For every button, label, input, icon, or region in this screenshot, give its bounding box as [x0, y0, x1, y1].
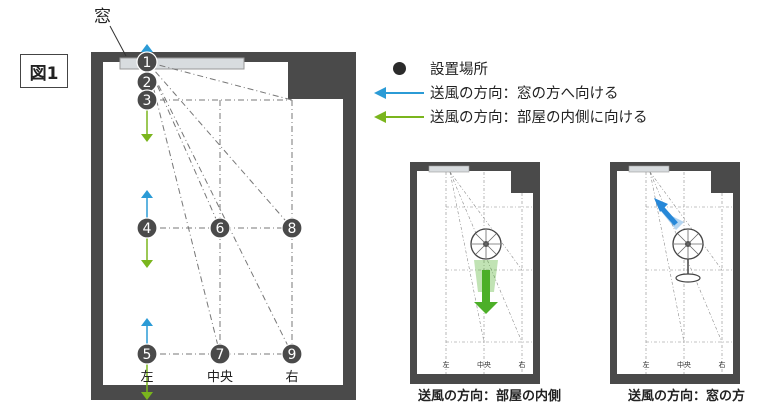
position-marker-8: 8 [281, 217, 303, 239]
thumb-window-label-center: 中央 [677, 361, 691, 369]
position-number: 9 [288, 347, 297, 363]
caption-window: 送風の方向：窓の方 [628, 389, 746, 404]
position-number: 1 [143, 55, 152, 71]
thumb-inside-label-center: 中央 [477, 361, 491, 369]
thumbnail-inside [410, 162, 540, 384]
grid-lines [146, 61, 293, 355]
position-markers: 1 2 3 4 5 6 7 8 9 [136, 51, 303, 365]
figure-label: 図1 [20, 54, 68, 88]
window-pointer [109, 25, 127, 57]
caption-inside: 送風の方向：部屋の内側 [418, 389, 562, 404]
position-number: 2 [143, 75, 152, 91]
column-label-right: 右 [285, 370, 299, 385]
legend-toward-inside: 送風の方向：部屋の内側に向ける [368, 106, 648, 127]
position-marker-3: 3 [136, 89, 158, 111]
legend-toward-window: 送風の方向：窓の方へ向ける [368, 82, 619, 103]
position-marker-9: 9 [281, 343, 303, 365]
legend-toward-inside-text: 送風の方向：部屋の内側に向ける [430, 110, 648, 126]
position-marker-1: 1 [136, 51, 158, 73]
legend-toward-window-text: 送風の方向：窓の方へ向ける [430, 86, 619, 102]
thumb-window-label-left: 左 [642, 361, 650, 369]
thumb-inside-label-right: 右 [518, 361, 526, 369]
airflow-blue-icon [654, 198, 684, 230]
position-marker-5: 5 [136, 343, 158, 365]
fan-icon-inside [470, 228, 502, 260]
thumbnail-window [610, 162, 740, 384]
position-marker-2: 2 [136, 71, 158, 93]
airflow-green-icon [474, 260, 498, 314]
location-dot-icon [392, 62, 406, 75]
thumb-window [428, 165, 470, 173]
main-room-plan: 1 2 3 4 5 6 7 8 9 [91, 25, 356, 400]
room-wall [91, 52, 356, 400]
thumb-window-label-right: 右 [718, 361, 726, 369]
thumb-window [628, 165, 670, 173]
position-marker-7: 7 [209, 343, 231, 365]
thumb-inside-label-left: 左 [442, 361, 450, 369]
legend-location: 設置場所 [368, 58, 488, 79]
green-arrow-icon [374, 110, 424, 123]
window-frame [119, 57, 245, 70]
window-label: 窓 [94, 7, 111, 27]
column-label-left: 左 [140, 370, 154, 385]
column-label-center: 中央 [206, 370, 234, 385]
fan-icon-window [672, 228, 704, 283]
position-number: 6 [216, 221, 225, 237]
position-number: 3 [143, 93, 152, 109]
position-number: 8 [288, 221, 297, 237]
position-number: 7 [216, 347, 225, 363]
blue-arrow-icon [374, 86, 424, 99]
position-marker-4: 4 [136, 217, 158, 239]
position-number: 4 [143, 221, 152, 237]
thumb-wall [610, 162, 740, 384]
thumb-wall [410, 162, 540, 384]
position-marker-6: 6 [209, 217, 231, 239]
legend-location-text: 設置場所 [430, 62, 488, 78]
position-number: 5 [143, 347, 152, 363]
